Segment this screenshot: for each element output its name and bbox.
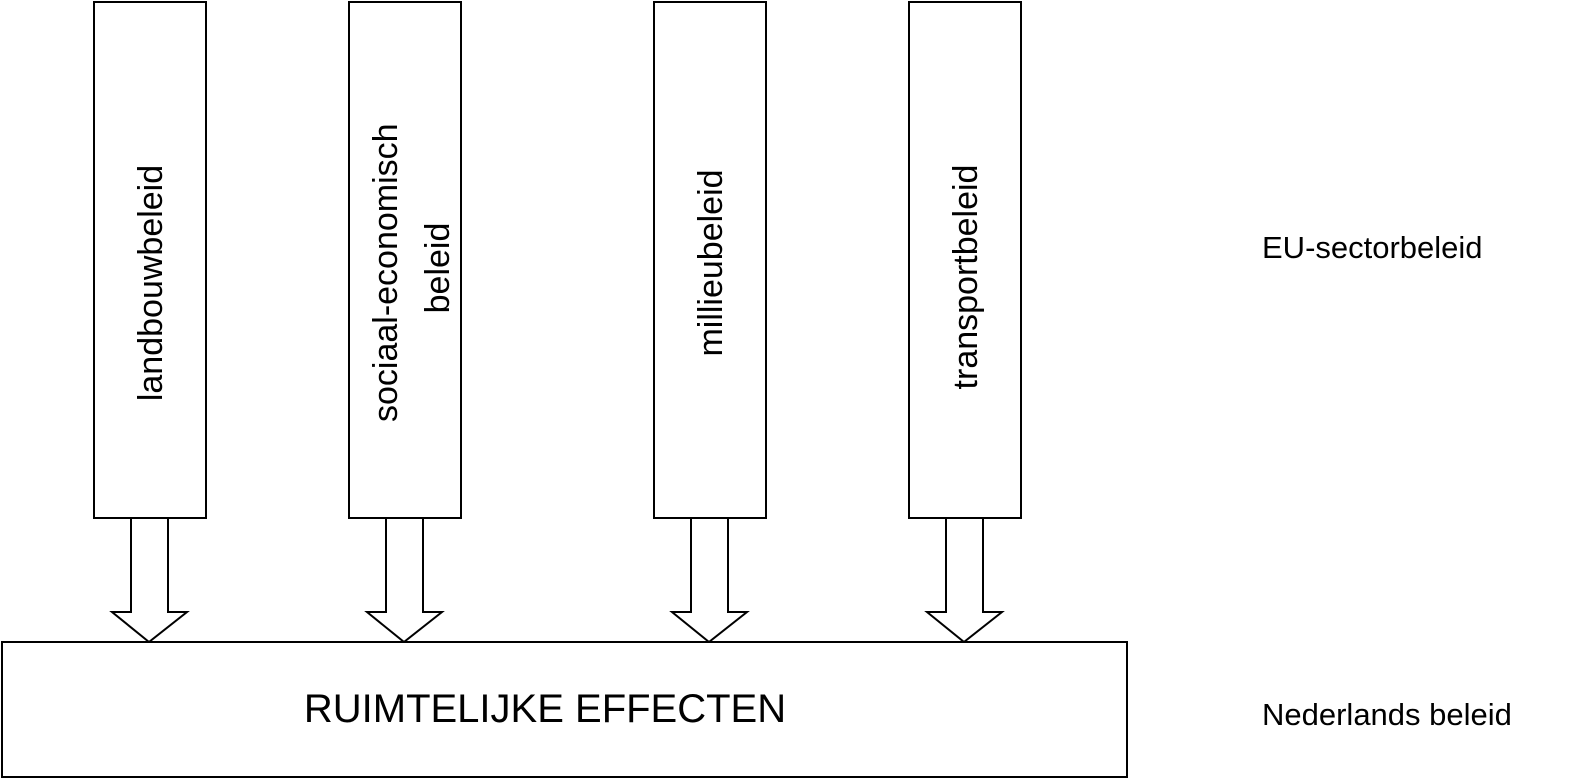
level-label-nl: Nederlands beleid xyxy=(1262,697,1512,732)
sector-column-landbouw: landbouwbeleid xyxy=(93,1,207,519)
sector-box-milieu xyxy=(653,1,767,519)
effects-label: RUIMTELIJKE EFFECTEN xyxy=(304,687,786,731)
arrow-down-sociaal-economisch xyxy=(364,517,445,644)
sector-column-transport: transportbeleid xyxy=(908,1,1022,519)
sector-label-landbouw: landbouwbeleid xyxy=(132,165,170,401)
sector-column-milieu: millieubeleid xyxy=(653,1,767,519)
effects-block: RUIMTELIJKE EFFECTEN xyxy=(1,641,1128,778)
sector-label-milieu: millieubeleid xyxy=(692,169,730,356)
arrow-down-transport xyxy=(924,517,1005,644)
effects-box xyxy=(1,641,1128,778)
sector-label-transport: transportbeleid xyxy=(947,165,985,390)
sector-box-transport xyxy=(908,1,1022,519)
sector-label-sociaal-economisch: sociaal-economisch beleid xyxy=(367,114,457,422)
sector-box-sociaal-economisch xyxy=(348,1,462,519)
arrow-down-landbouw xyxy=(109,517,190,644)
level-label-eu: EU-sectorbeleid xyxy=(1262,230,1483,265)
arrow-down-milieu xyxy=(669,517,750,644)
sector-column-sociaal-economisch: sociaal-economisch beleid xyxy=(348,1,462,519)
sector-box-landbouw xyxy=(93,1,207,519)
